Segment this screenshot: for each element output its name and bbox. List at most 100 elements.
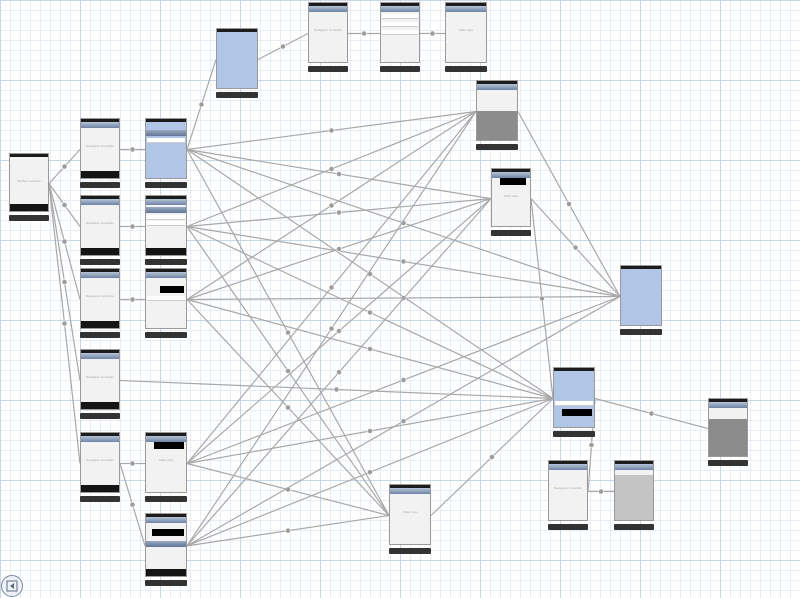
scene-navigation-controller-4[interactable]: Navigation Controller	[80, 349, 120, 419]
segue-line[interactable]	[48, 183, 81, 381]
scene-form-view[interactable]	[380, 2, 420, 72]
segue-line[interactable]	[186, 295, 621, 301]
segue-icon[interactable]	[61, 238, 68, 245]
segue-line[interactable]	[186, 198, 492, 301]
scene-navigation-controller-2[interactable]: Navigation Controller	[80, 195, 120, 265]
segue-line[interactable]	[186, 397, 554, 465]
segue-icon[interactable]	[367, 271, 373, 277]
scene-gray-view[interactable]	[476, 80, 518, 150]
segue-icon[interactable]	[367, 469, 373, 476]
scene-table-4[interactable]: Table View	[145, 432, 187, 502]
scene-light-gray-view[interactable]	[614, 460, 654, 530]
scene-navigation-controller-5[interactable]: Navigation Controller	[80, 432, 120, 502]
segue-line[interactable]	[48, 149, 81, 185]
segue-line[interactable]	[186, 198, 492, 547]
segue-line[interactable]	[119, 463, 146, 547]
scene-navigation-controller-bottom[interactable]: Navigation Controller	[548, 460, 588, 530]
segue-line[interactable]	[517, 111, 621, 297]
segue-icon[interactable]	[648, 410, 655, 417]
segue-icon[interactable]	[336, 246, 342, 252]
scene-navigation-controller-3[interactable]: Navigation Controller	[80, 268, 120, 338]
segue-icon[interactable]	[328, 284, 335, 291]
scene-table-top[interactable]: Table View	[445, 2, 487, 72]
segue-line[interactable]	[186, 514, 390, 547]
segue-line[interactable]	[530, 198, 621, 297]
segue-line[interactable]	[530, 198, 554, 399]
segue-icon[interactable]	[333, 386, 340, 393]
segue-icon[interactable]	[129, 223, 136, 230]
segue-icon[interactable]	[336, 171, 342, 177]
segue-icon[interactable]	[572, 244, 579, 251]
segue-line[interactable]	[186, 110, 477, 301]
segue-icon[interactable]	[400, 418, 407, 425]
segue-line[interactable]	[186, 111, 477, 464]
segue-icon[interactable]	[61, 320, 68, 327]
segue-icon[interactable]	[367, 309, 373, 316]
segue-icon[interactable]	[285, 486, 291, 493]
segue-icon[interactable]	[367, 428, 373, 434]
segue-line[interactable]	[594, 397, 709, 430]
scene-table-5[interactable]	[145, 513, 187, 586]
segue-icon[interactable]	[400, 377, 407, 383]
scene-table-right[interactable]: Table View	[491, 168, 531, 236]
segue-line[interactable]	[48, 183, 81, 300]
segue-line[interactable]	[186, 299, 390, 516]
zoom-back-button[interactable]	[1, 575, 23, 597]
segue-line[interactable]	[48, 183, 81, 227]
segue-line[interactable]	[186, 148, 621, 298]
segue-icon[interactable]	[129, 296, 136, 303]
segue-icon[interactable]	[61, 279, 68, 285]
segue-icon[interactable]	[328, 166, 335, 172]
segue-icon[interactable]	[336, 328, 342, 334]
scene-tab-bar-controller[interactable]: Tab Bar Controller	[9, 153, 49, 221]
segue-icon[interactable]	[328, 325, 335, 332]
segue-icon[interactable]	[328, 202, 335, 209]
segue-icon[interactable]	[285, 368, 291, 374]
segue-icon[interactable]	[129, 460, 136, 467]
segue-icon[interactable]	[61, 163, 68, 170]
segue-icon[interactable]	[336, 209, 342, 216]
segue-line[interactable]	[119, 379, 554, 400]
segue-icon[interactable]	[129, 146, 136, 153]
scene-navigation-controller-top[interactable]: Navigation Controller	[308, 2, 348, 72]
scene-navigation-controller-1[interactable]: Navigation Controller	[80, 118, 120, 188]
segue-line[interactable]	[186, 149, 390, 516]
scene-blue-table-detail[interactable]	[553, 367, 595, 437]
segue-line[interactable]	[186, 110, 477, 228]
segue-line[interactable]	[257, 32, 309, 61]
segue-icon[interactable]	[367, 346, 373, 352]
segue-line[interactable]	[186, 298, 554, 400]
segue-icon[interactable]	[400, 295, 407, 301]
segue-line[interactable]	[186, 148, 492, 200]
scene-blue-view[interactable]	[216, 28, 258, 98]
segue-line[interactable]	[186, 59, 217, 150]
segue-line[interactable]	[186, 225, 554, 400]
segue-icon[interactable]	[328, 127, 335, 134]
segue-line[interactable]	[186, 397, 554, 547]
segue-icon[interactable]	[198, 101, 205, 108]
scene-blue-table-1[interactable]	[145, 118, 187, 188]
scene-gray-far-right[interactable]	[708, 398, 748, 466]
segue-icon[interactable]	[129, 501, 136, 508]
segue-line[interactable]	[186, 198, 492, 228]
segue-line[interactable]	[48, 183, 81, 464]
segue-icon[interactable]	[285, 404, 291, 411]
scene-table-3[interactable]	[145, 268, 187, 338]
segue-line[interactable]	[186, 111, 477, 547]
segue-icon[interactable]	[285, 527, 291, 534]
scene-blue-detail[interactable]	[620, 265, 662, 335]
segue-icon[interactable]	[429, 30, 436, 37]
segue-icon[interactable]	[400, 258, 407, 265]
segue-icon[interactable]	[336, 369, 342, 376]
segue-icon[interactable]	[361, 30, 367, 37]
segue-line[interactable]	[186, 226, 390, 516]
segue-line[interactable]	[186, 462, 390, 517]
scene-table-bottom[interactable]: Table View	[389, 484, 431, 554]
segue-icon[interactable]	[598, 488, 604, 495]
segue-icon[interactable]	[61, 202, 68, 208]
segue-icon[interactable]	[489, 454, 495, 460]
segue-icon[interactable]	[588, 442, 595, 448]
segue-icon[interactable]	[539, 295, 545, 302]
segue-icon[interactable]	[280, 43, 286, 50]
